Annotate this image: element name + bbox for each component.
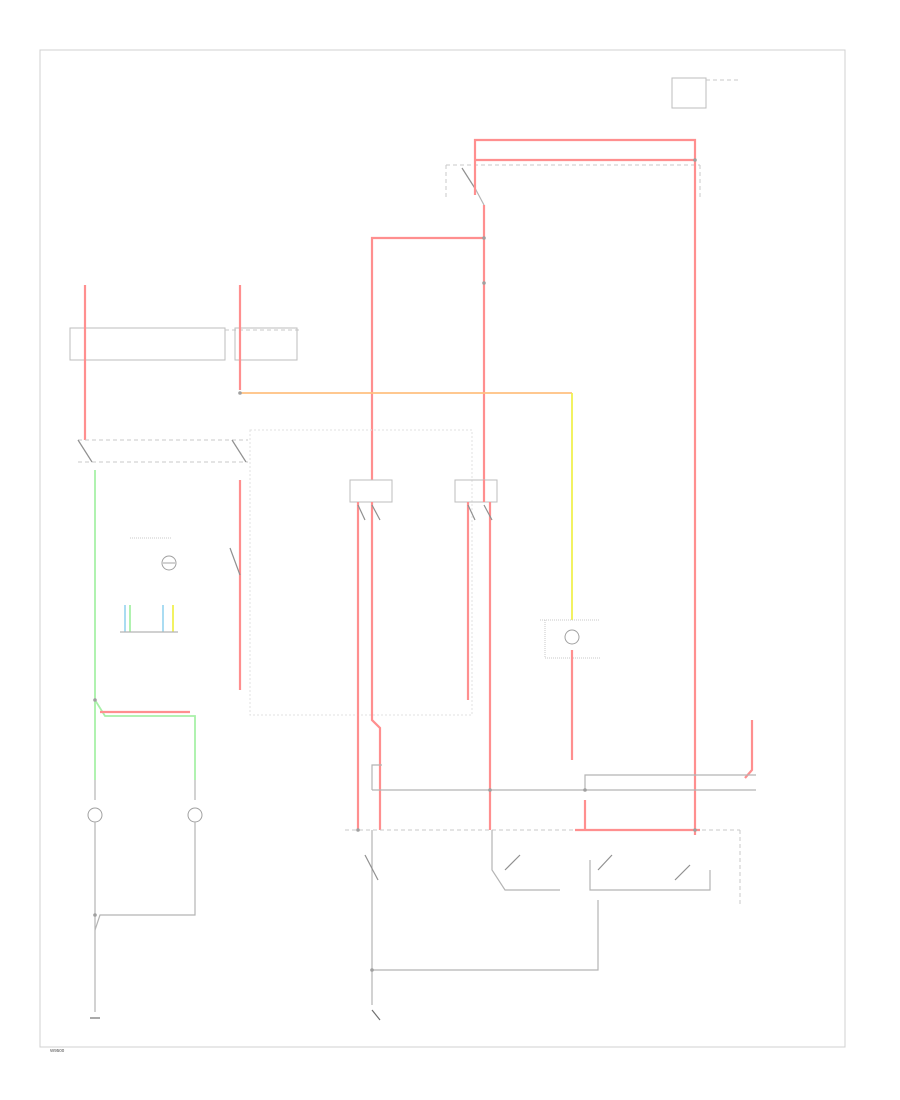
footer-code: W9500 (50, 1048, 65, 1053)
drl-module (345, 764, 756, 905)
fuse-left-2 (234, 327, 298, 361)
dimmer-switch-contact (229, 547, 241, 576)
ground-left (90, 915, 100, 1019)
multifunction-switch (77, 439, 248, 463)
fuse-left-1 (69, 327, 300, 361)
switch-enclosure (249, 429, 473, 716)
diagram-border (39, 49, 846, 1048)
feed-wire-top (473, 138, 697, 835)
left-headlamp (349, 479, 393, 830)
fuse-block-top (671, 77, 740, 109)
right-headlamp (454, 479, 498, 830)
green-wire (94, 470, 196, 780)
left-lamp-2 (94, 780, 203, 931)
ground-bus-right (364, 830, 599, 1021)
switch-out-left (370, 236, 484, 480)
left-lamp-1 (87, 780, 103, 915)
high-beam-indicator (120, 537, 178, 633)
headlamp-switch (445, 164, 701, 206)
fuse-small-right (744, 720, 754, 779)
splice-points (93, 158, 697, 972)
drl-relay (540, 619, 600, 760)
